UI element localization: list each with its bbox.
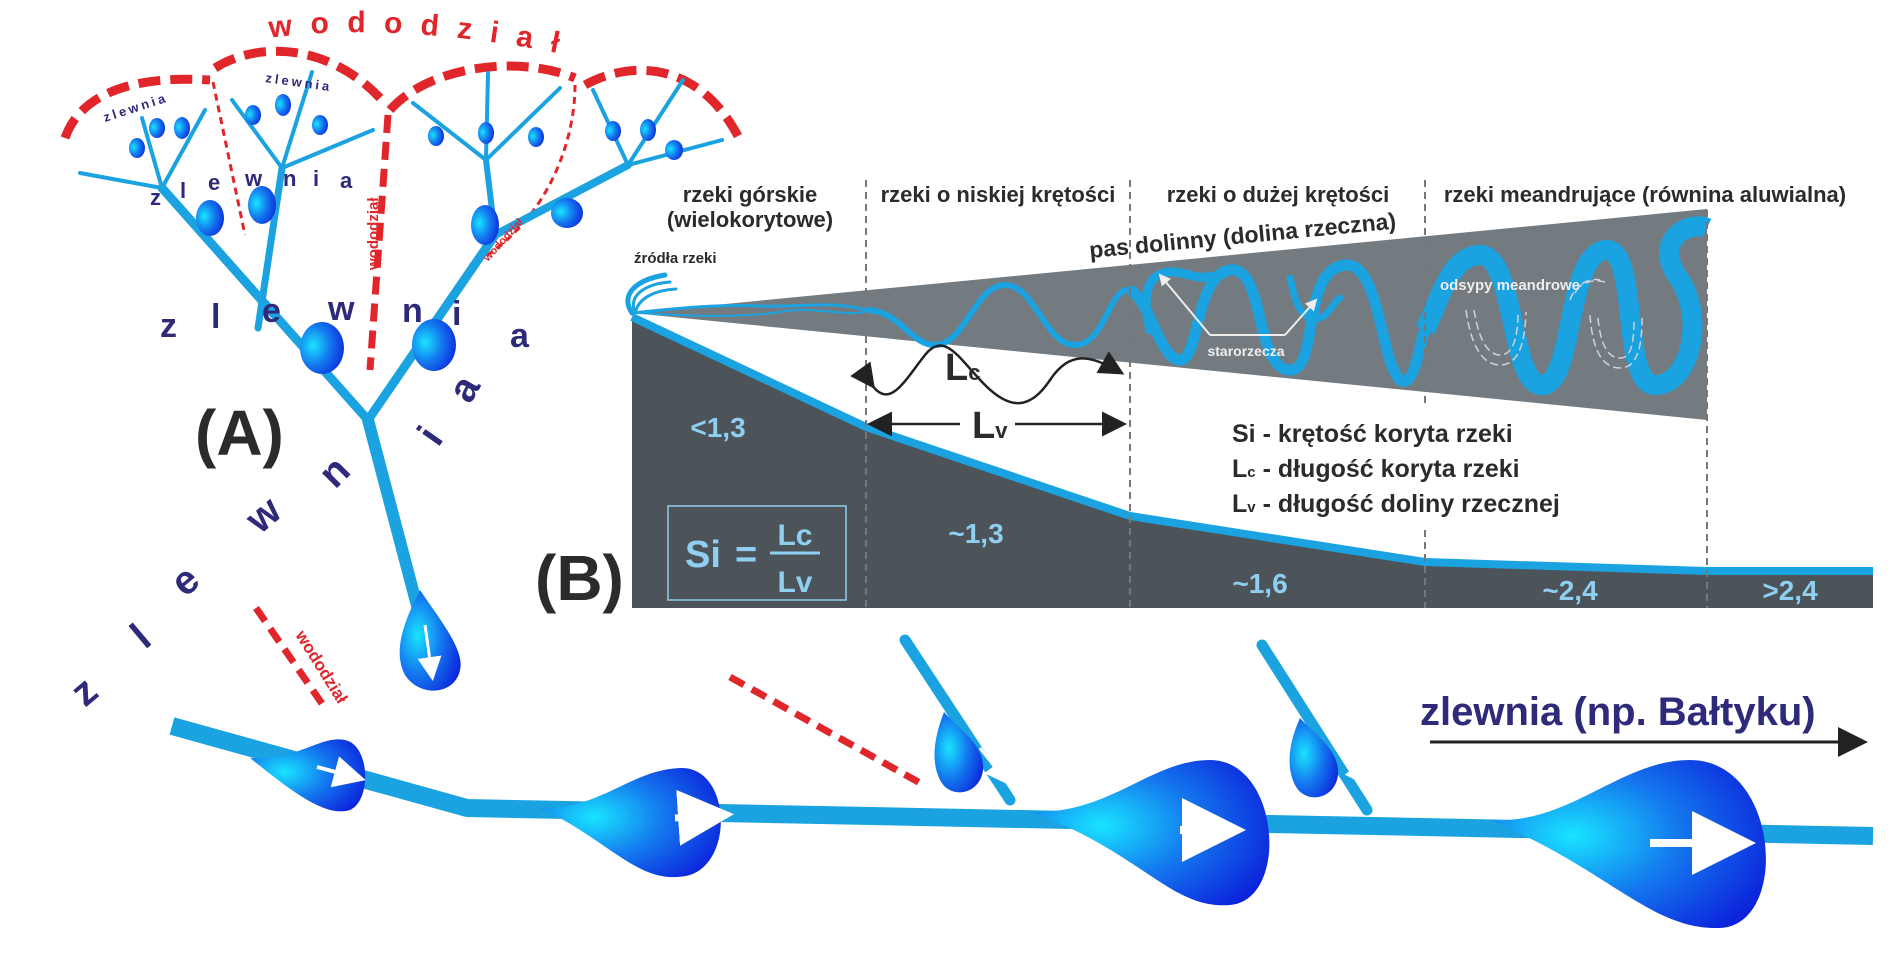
svg-text:n: n (310, 448, 358, 496)
watershed-line-center (366, 114, 392, 371)
lc-wavy-arrow (850, 344, 1125, 405)
drop-main-3 (1030, 760, 1270, 906)
flow-arrows (316, 624, 1756, 875)
longitudinal-profile-area (632, 317, 1873, 608)
svg-text:l: l (123, 616, 160, 657)
lv-symbol: Lv (972, 405, 1008, 447)
drop-trunk (399, 590, 461, 691)
panel-b-label: (B) (535, 542, 624, 614)
legend-item-lv: Lv - długość doliny rzecznej (1232, 490, 1560, 518)
zone-title-1-line2: (wielokorytowe) (667, 207, 833, 232)
valley-belt (632, 209, 1707, 420)
oxbow-lake-1 (1141, 267, 1215, 335)
longitudinal-profile-line (630, 313, 1873, 575)
formula-box (667, 505, 847, 601)
oxbow-arrow-1 (1158, 273, 1211, 336)
drop-main-2 (540, 767, 721, 878)
oxbow-arrow-2 (1284, 298, 1318, 336)
river-channel-braided-2 (639, 309, 867, 317)
river-source-icon (625, 272, 678, 316)
river-network (78, 70, 1874, 845)
svg-text:i: i (409, 419, 451, 453)
svg-text:w: w (237, 488, 291, 543)
flow-drops (129, 94, 1766, 929)
svg-text:z: z (63, 668, 107, 715)
panel-b: źródła rzeki rzeki górskie (wielokorytow… (535, 180, 1873, 614)
sinuosity-value-1: <1,3 (690, 412, 745, 443)
zone-dividers (865, 180, 1708, 608)
lc-symbol: Lc (945, 347, 980, 389)
main-catchment-label: zlewnia (np. Bałtyku) (1420, 690, 1816, 734)
legend-item-lc: Lc - długość koryta rzeki (1232, 455, 1520, 483)
legend: Si - krętość koryta rzeki Lc - długość k… (1232, 420, 1560, 518)
watershed-lines (211, 81, 577, 267)
watershed-label-center: wododział (365, 197, 382, 271)
formula-eq: = (735, 534, 757, 576)
sinuosity-value-4: ~2,4 (1542, 575, 1598, 606)
zone-title-4: rzeki meandrujące (równina aluwialna) (1444, 182, 1846, 207)
svg-text:e: e (163, 557, 208, 605)
watershed-line-lower-left (253, 606, 328, 710)
source-label: źródła rzeki (634, 250, 717, 267)
zone-title-1-line1: rzeki górskie (683, 182, 818, 207)
sinuosity-value-5: >2,4 (1762, 575, 1818, 606)
sinuosity-value-2: ~1,3 (948, 518, 1003, 549)
oxbow-lake-2 (1286, 274, 1344, 322)
watershed-arcs (60, 46, 745, 143)
point-bars (1465, 278, 1643, 369)
formula-numerator: Lc (777, 519, 812, 552)
formula-denominator: Lv (777, 566, 812, 599)
panel-a-label: (A) (195, 397, 284, 469)
river-channel-braided (631, 303, 867, 315)
oxbow-label: starorzecza (1207, 343, 1284, 359)
river-channel-low-sinuosity (865, 281, 1131, 349)
catchment-label-small-2: zlewnia (265, 70, 334, 94)
drop-trib-1 (934, 712, 984, 793)
panel-a: wododział zlewnia zlewnia zlewnia zlewni… (60, 6, 1874, 929)
river-channel-high-sinuosity (1126, 259, 1431, 387)
watershed-line-lower-mid (728, 673, 922, 787)
drop-main-4 (1490, 760, 1766, 929)
legend-item-si: Si - krętość koryta rzeki (1232, 420, 1513, 448)
zone-title-3: rzeki o dużej krętości (1167, 182, 1390, 207)
drop-trib-2 (1289, 718, 1339, 798)
river-channel-meandering (1415, 216, 1712, 396)
zone-title-2: rzeki o niskiej krętości (881, 182, 1116, 207)
svg-text:a: a (440, 368, 490, 410)
point-bar-label: odsypy meandrowe (1440, 277, 1580, 294)
formula-lhs: Si (685, 534, 721, 576)
watershed-label-lower: wododział (291, 626, 351, 707)
sinuosity-value-3: ~1,6 (1232, 568, 1287, 599)
